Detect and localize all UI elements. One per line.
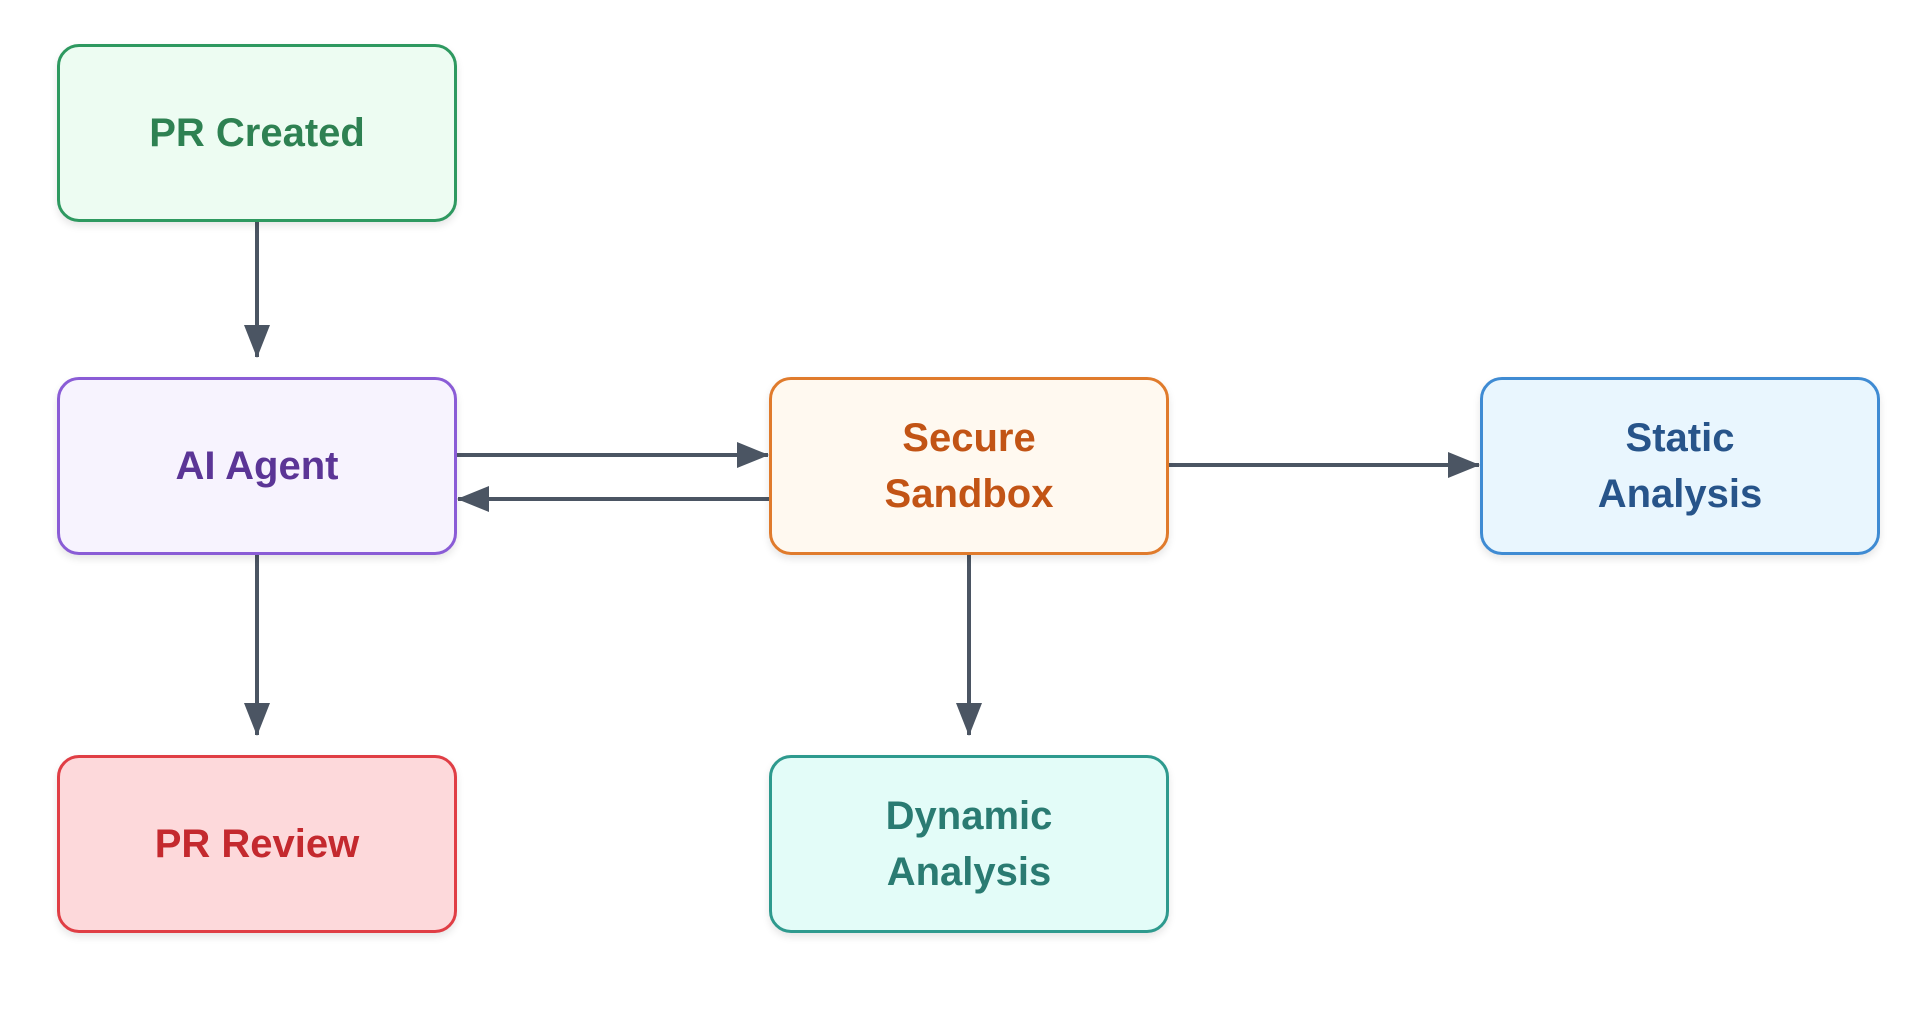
node-label-line: PR Created [149, 111, 365, 155]
node-pr-created[interactable]: PR Created [57, 44, 457, 222]
node-static-analysis[interactable]: Static Analysis [1480, 377, 1880, 555]
node-label: PR Review [155, 816, 360, 872]
node-label: Secure Sandbox [885, 410, 1054, 522]
arrowhead-icon [244, 703, 270, 736]
node-label-line: Sandbox [884, 472, 1054, 516]
node-label-line: Analysis [886, 850, 1052, 894]
node-label: PR Created [149, 105, 365, 161]
node-label-line: AI Agent [175, 444, 339, 488]
node-pr-review[interactable]: PR Review [57, 755, 457, 933]
arrowhead-icon [1448, 452, 1480, 478]
node-label: Static Analysis [1598, 410, 1763, 522]
arrowhead-icon [457, 486, 489, 512]
node-ai-agent[interactable]: AI Agent [57, 377, 457, 555]
arrowhead-icon [244, 325, 270, 358]
node-label-line: PR Review [154, 822, 360, 866]
node-label-line: Secure [902, 416, 1036, 460]
node-label-line: Dynamic [885, 794, 1053, 838]
node-label: Dynamic Analysis [886, 788, 1053, 900]
node-label-line: Analysis [1597, 472, 1763, 516]
arrowhead-icon [956, 703, 982, 736]
node-label: AI Agent [176, 438, 339, 494]
node-label-line: Static [1625, 416, 1735, 460]
node-secure-sandbox[interactable]: Secure Sandbox [769, 377, 1169, 555]
arrowhead-icon [737, 442, 769, 468]
node-dynamic-analysis[interactable]: Dynamic Analysis [769, 755, 1169, 933]
